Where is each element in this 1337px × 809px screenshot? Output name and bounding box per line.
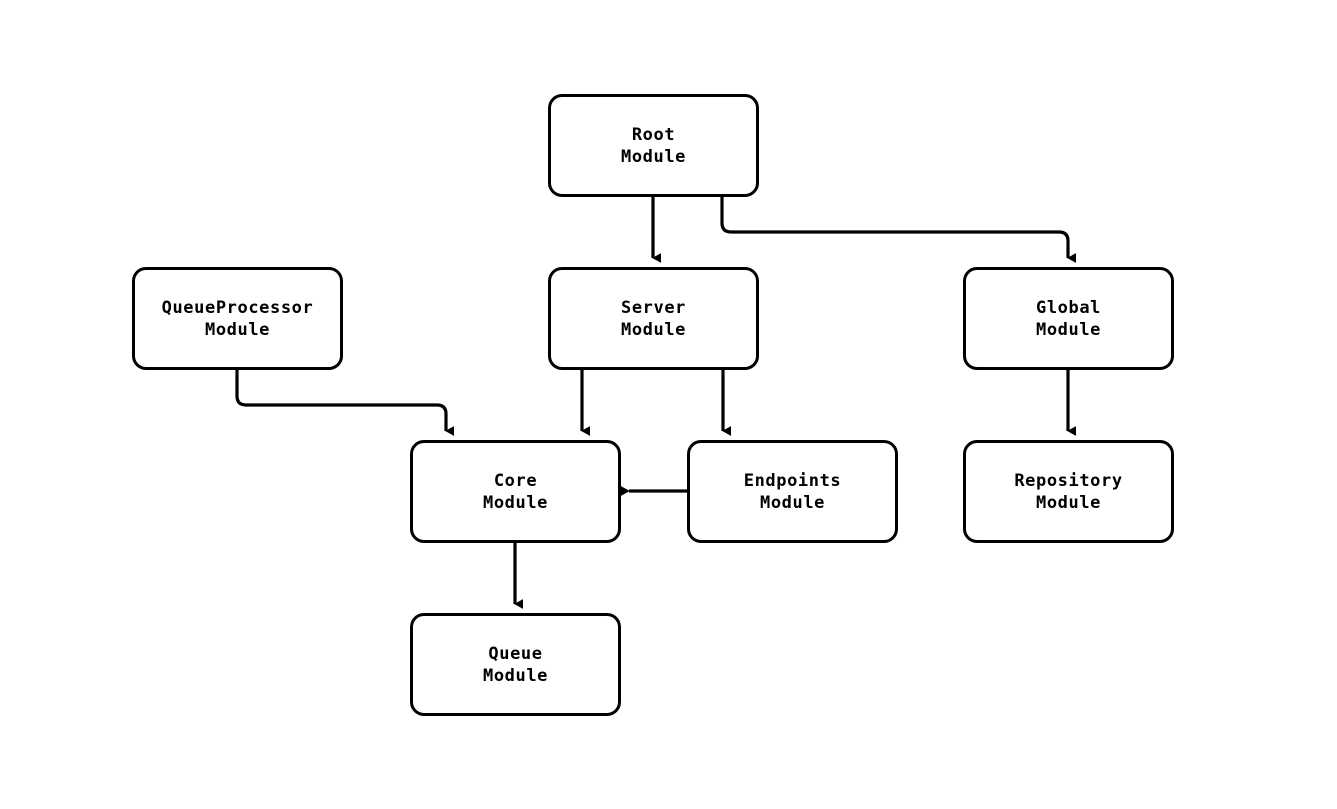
node-global[interactable]: Global Module <box>963 267 1174 370</box>
node-repository[interactable]: Repository Module <box>963 440 1174 543</box>
node-queueprocessor-name: QueueProcessor <box>161 297 314 318</box>
node-queueprocessor-suffix: Module <box>204 319 270 340</box>
node-core[interactable]: Core Module <box>410 440 621 543</box>
node-endpoints-name: Endpoints <box>743 470 842 491</box>
node-core-name: Core <box>493 470 538 491</box>
node-root-name: Root <box>631 124 676 145</box>
node-endpoints[interactable]: Endpoints Module <box>687 440 898 543</box>
node-queueprocessor[interactable]: QueueProcessor Module <box>132 267 343 370</box>
node-global-name: Global <box>1035 297 1101 318</box>
node-queue[interactable]: Queue Module <box>410 613 621 716</box>
node-core-suffix: Module <box>482 492 548 513</box>
node-global-suffix: Module <box>1035 319 1101 340</box>
node-repository-name: Repository <box>1014 470 1123 491</box>
node-queue-name: Queue <box>488 643 543 664</box>
node-queue-suffix: Module <box>482 665 548 686</box>
node-server-suffix: Module <box>620 319 686 340</box>
node-root[interactable]: Root Module <box>548 94 759 197</box>
node-server-name: Server <box>620 297 686 318</box>
node-endpoints-suffix: Module <box>759 492 825 513</box>
edge-root-to-global <box>720 197 1077 263</box>
node-server[interactable]: Server Module <box>548 267 759 370</box>
node-root-suffix: Module <box>620 146 686 167</box>
node-repository-suffix: Module <box>1035 492 1101 513</box>
edge-queueprocessor-to-core <box>235 370 455 436</box>
